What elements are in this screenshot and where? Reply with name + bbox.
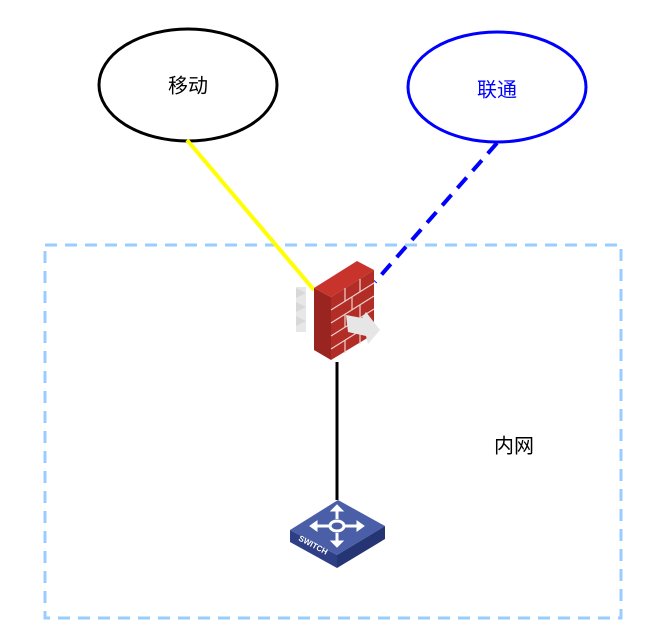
switch-icon: SWITCH [290,500,385,568]
mobile-label: 移动 [168,73,208,98]
intranet-zone [43,243,623,620]
intranet-label: 内网 [494,433,534,458]
unicom-node [406,30,588,144]
mobile-firewall-link [185,138,316,292]
firewall-icon [296,261,380,360]
unicom-firewall-link [373,141,499,284]
unicom-label: 联通 [477,77,517,102]
